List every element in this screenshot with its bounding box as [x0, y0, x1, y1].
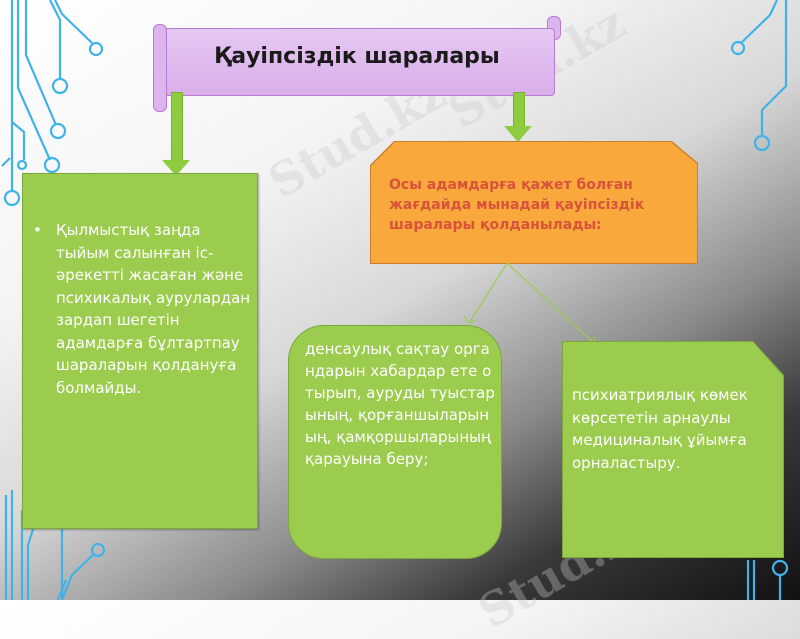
right-info-box: психиатриялық көмек көрсететін арнаулы м…: [563, 342, 783, 557]
orange-heading-box: Осы адамдарға қажет болған жағдайда мына…: [371, 142, 697, 263]
left-info-box: • Қылмыстық заңда тыйым салынған іс-әрек…: [22, 173, 258, 529]
scroll-curl-left: [153, 24, 167, 112]
bullet-point: •: [33, 221, 42, 239]
title-banner: Қауіпсіздік шаралары: [153, 16, 561, 112]
circuit-decoration: [1, 0, 789, 600]
orange-box-text: Осы адамдарға қажет болған жағдайда мына…: [389, 177, 645, 233]
slide-title: Қауіпсіздік шаралары: [214, 44, 500, 69]
banner-body: [159, 28, 555, 96]
arrow-down-right-icon: [504, 92, 534, 144]
left-box-text: Қылмыстық заңда тыйым салынған іс-әрекет…: [56, 221, 251, 397]
arrow-down-left-icon: [162, 92, 192, 178]
middle-box-text: денсаулық сақтау органдарын хабардар ете…: [305, 340, 495, 468]
right-box-text: психиатриялық көмек көрсететін арнаулы м…: [572, 386, 748, 472]
middle-info-box: денсаулық сақтау органдарын хабардар ете…: [288, 325, 502, 559]
